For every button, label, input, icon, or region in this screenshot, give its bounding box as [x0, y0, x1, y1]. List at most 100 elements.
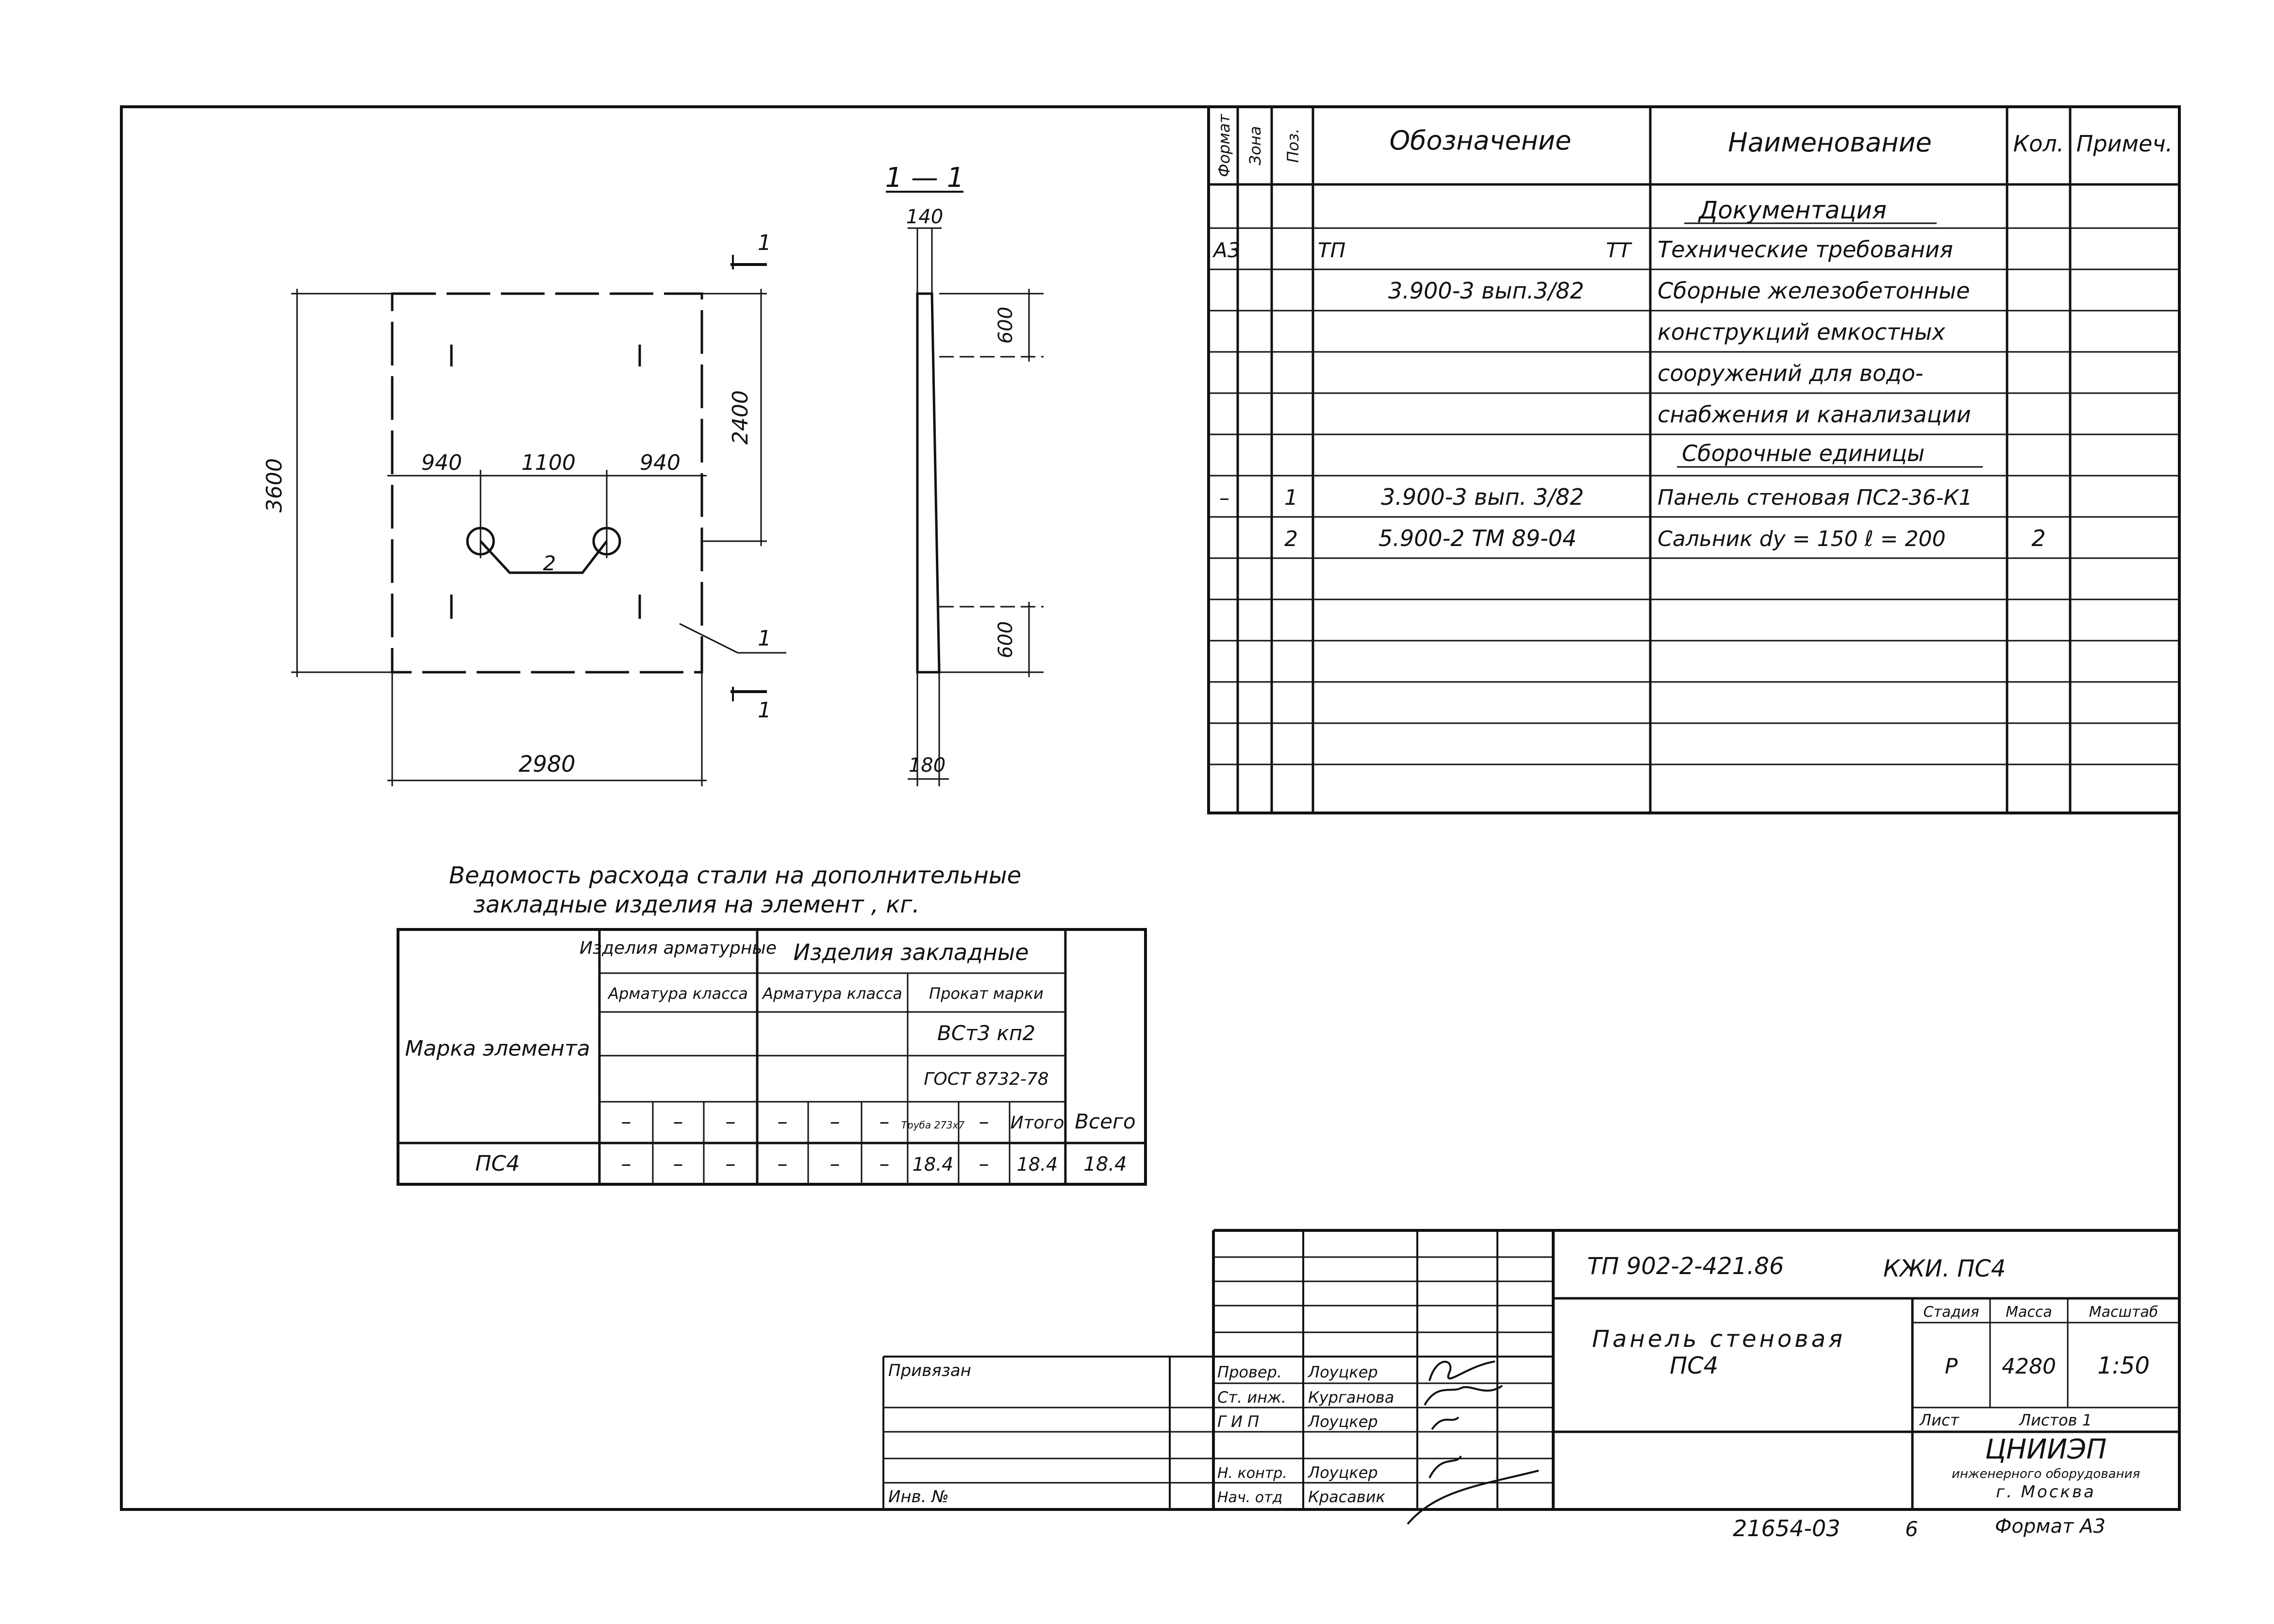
cut-mark-bottom: 1	[758, 698, 771, 723]
signatures	[1407, 1360, 1539, 1525]
spec-row-ref-desig: 3.900-3 вып.3/82	[1388, 278, 1584, 304]
spec-header-pos: Поз.	[1284, 129, 1302, 163]
doc-code: ТП 902-2-421.86	[1587, 1253, 1784, 1280]
org-city: г. Москва	[1996, 1482, 2096, 1502]
section-thickness-top: 140	[906, 206, 943, 228]
spec-row-ref-name-3: сооружений для водо-	[1658, 360, 1924, 386]
dim-mid: 1100	[521, 450, 576, 475]
spec-header-note: Примеч.	[2076, 131, 2173, 157]
steel-h-dash-2: –	[673, 1110, 683, 1133]
spec-row-1-desig: 3.900-3 вып. 3/82	[1381, 484, 1584, 510]
steel-h-dash-7: –	[979, 1110, 989, 1133]
item-2-label: 2	[543, 551, 556, 575]
steel-row-pipe: 18.4	[913, 1154, 954, 1175]
steel-row-dash-3: –	[726, 1152, 736, 1176]
name-senior-engineer: Курганова	[1308, 1388, 1394, 1407]
steel-h-pipe: Труба 273х7	[901, 1119, 965, 1131]
dim-height: 3600	[262, 458, 287, 513]
steel-h-vsego: Всего	[1075, 1110, 1136, 1133]
steel-title-2: закладные изделия на элемент , кг.	[473, 891, 920, 918]
spec-header-name: Наименование	[1728, 127, 1932, 158]
section-label: 1 — 1	[885, 162, 964, 194]
dim-left: 940	[421, 450, 462, 475]
steel-h-group2: Изделия закладные	[793, 939, 1029, 965]
name-checker: Лоуцкер	[1308, 1363, 1378, 1381]
dim-right: 940	[640, 450, 681, 475]
steel-row-dash-5: –	[830, 1152, 840, 1176]
name-dept-head: Красавик	[1308, 1488, 1386, 1506]
steel-h-steel-grade: ВСт3 кп2	[937, 1021, 1035, 1045]
panel-front-view	[291, 255, 786, 786]
steel-h-dash-1: –	[621, 1110, 631, 1133]
spec-header-designation: Обозначение	[1390, 125, 1572, 156]
spec-row-documentation: Документация	[1698, 196, 1887, 224]
spec-row-1-format: –	[1219, 486, 1229, 510]
steel-h-gost: ГОСТ 8732-78	[924, 1069, 1048, 1089]
steel-row-dash-1: –	[621, 1152, 631, 1176]
archive-number: 21654-03	[1733, 1515, 1840, 1541]
spec-header-zone: Зона	[1246, 126, 1264, 166]
name-chief-engineer: Лоуцкер	[1308, 1412, 1378, 1431]
steel-h-prokat: Прокат марки	[929, 984, 1044, 1003]
spec-table	[1207, 105, 2181, 814]
org-name-2: инженерного оборудования	[1952, 1467, 2140, 1481]
section-view	[908, 227, 1044, 786]
sheet-label: Лист	[1919, 1411, 1959, 1429]
drawing-name-1: Панель стеновая	[1592, 1326, 1845, 1353]
cut-mark-top: 1	[758, 231, 771, 255]
steel-h-dash-5: –	[830, 1110, 840, 1133]
steel-row-dash-6: –	[880, 1152, 890, 1176]
scale-label: Масштаб	[2089, 1304, 2158, 1321]
role-chief-engineer: Г И П	[1217, 1412, 1259, 1431]
org-name-1: ЦНИИЭП	[1985, 1434, 2107, 1465]
steel-h-dash-3: –	[726, 1110, 736, 1133]
inv-label: Инв. №	[888, 1487, 949, 1507]
spec-row-assembly-heading: Сборочные единицы	[1682, 440, 1925, 466]
item-1-label: 1	[758, 626, 771, 651]
steel-h-dash-6: –	[880, 1110, 890, 1133]
dim-upper-height: 2400	[728, 390, 753, 445]
role-checker: Провер.	[1217, 1363, 1282, 1381]
doc-mark: КЖИ. ПС4	[1883, 1255, 2006, 1282]
steel-title-1: Ведомость расхода стали на дополнительны…	[449, 862, 1021, 889]
mass-label: Масса	[2006, 1304, 2052, 1321]
drawing-name-2: ПС4	[1670, 1352, 1718, 1379]
spec-row-2-pos: 2	[1284, 527, 1298, 551]
stage-label: Стадия	[1923, 1304, 1979, 1321]
steel-h-itogo: Итого	[1011, 1113, 1064, 1133]
section-dim-top: 600	[995, 307, 1017, 344]
spec-row-tt-format: А3	[1212, 238, 1240, 262]
steel-row-dash-4: –	[778, 1152, 788, 1176]
role-senior-engineer: Ст. инж.	[1217, 1388, 1286, 1407]
steel-h-arm2: Арматура класса	[762, 984, 902, 1003]
steel-row-dash-2: –	[673, 1152, 683, 1176]
spec-header-format: Формат	[1215, 114, 1233, 177]
spec-row-ref-name-2: конструкций емкостных	[1658, 319, 1945, 345]
steel-row-vsego: 18.4	[1083, 1153, 1127, 1176]
steel-row-dash-7: –	[979, 1152, 989, 1176]
section-thickness-bottom: 180	[909, 754, 946, 777]
spec-row-2-name: Сальник dy = 150 ℓ = 200	[1658, 527, 1945, 551]
spec-row-2-qty: 2	[2031, 525, 2045, 551]
stage-value: Р	[1945, 1354, 1958, 1379]
steel-table	[397, 928, 1147, 1186]
sheets-label: Листов 1	[2019, 1411, 2092, 1429]
spec-row-tt-name: Технические требования	[1658, 236, 1953, 263]
dim-width: 2980	[518, 751, 575, 777]
steel-h-group1: Изделия арматурные	[580, 938, 777, 958]
spec-row-1-name: Панель стеновая ПС2-36-К1	[1658, 485, 1973, 510]
section-dim-bottom: 600	[995, 621, 1017, 658]
role-dept-head: Нач. отд	[1217, 1489, 1282, 1506]
steel-row-mark: ПС4	[475, 1151, 520, 1176]
title-block	[882, 1229, 2179, 1509]
steel-h-mark: Марка элемента	[405, 1036, 590, 1061]
bound-label: Привязан	[888, 1361, 971, 1380]
scale-value: 1:50	[2097, 1352, 2150, 1379]
spec-row-ref-name-4: снабжения и канализации	[1658, 401, 1971, 428]
spec-row-tt-code: ТП	[1318, 238, 1345, 262]
name-norm-control: Лоуцкер	[1308, 1463, 1378, 1482]
sheet-number: 6	[1905, 1517, 1918, 1541]
spec-row-ref-name-1: Сборные железобетонные	[1658, 278, 1970, 304]
format-label: Формат А3	[1995, 1515, 2106, 1538]
spec-row-1-pos: 1	[1284, 485, 1298, 510]
